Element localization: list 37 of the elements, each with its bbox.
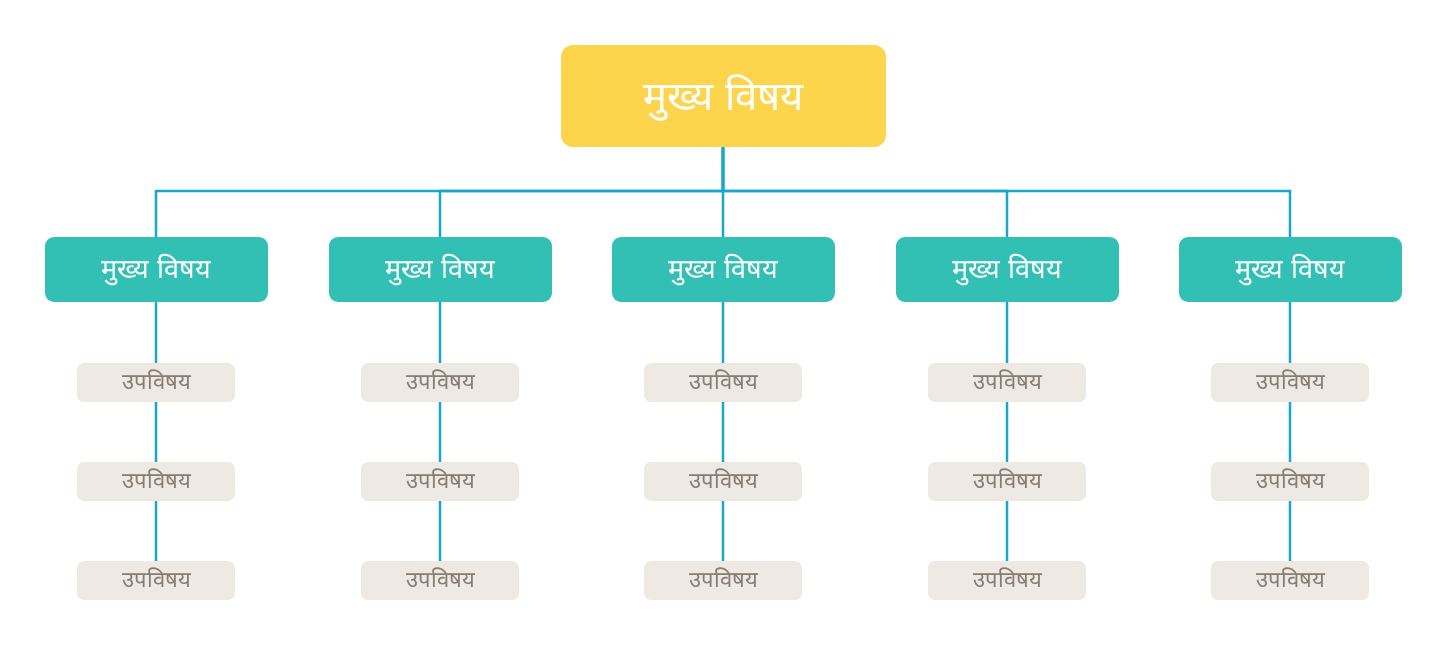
connector-line bbox=[1288, 402, 1292, 462]
topic-box: मुख्य विषय bbox=[895, 237, 1119, 302]
connector-line bbox=[721, 302, 725, 363]
connector-line bbox=[154, 302, 158, 363]
subtopic-box: उपविषय bbox=[928, 561, 1086, 600]
connector-line bbox=[721, 402, 725, 462]
subtopic-box: उपविषय bbox=[928, 363, 1086, 402]
subtopic-box: उपविषय bbox=[77, 561, 235, 600]
topic-box: मुख्य विषय bbox=[328, 237, 552, 302]
connector-line bbox=[1005, 501, 1009, 561]
connector-line bbox=[1288, 501, 1292, 561]
subtopic-box: उपविषय bbox=[77, 462, 235, 501]
connector-line bbox=[721, 501, 725, 561]
subtopic-box: उपविषय bbox=[1211, 561, 1369, 600]
subtopic-box: उपविषय bbox=[361, 462, 519, 501]
subtopic-box: उपविषय bbox=[644, 462, 802, 501]
connector-line bbox=[438, 302, 442, 363]
topic-box: मुख्य विषय bbox=[1178, 237, 1402, 302]
connector-line bbox=[154, 402, 158, 462]
subtopic-box: उपविषय bbox=[77, 363, 235, 402]
subtopic-box: उपविषय bbox=[361, 561, 519, 600]
topic-box: मुख्य विषय bbox=[611, 237, 835, 302]
connector-line bbox=[438, 402, 442, 462]
subtopic-box: उपविषय bbox=[644, 363, 802, 402]
subtopic-box: उपविषय bbox=[1211, 462, 1369, 501]
connector-line bbox=[1288, 302, 1292, 363]
connector-line bbox=[1005, 402, 1009, 462]
subtopic-box: उपविषय bbox=[361, 363, 519, 402]
topic-box: मुख्य विषय bbox=[44, 237, 268, 302]
connector-line bbox=[1005, 302, 1009, 363]
subtopic-box: उपविषय bbox=[644, 561, 802, 600]
subtopic-box: उपविषय bbox=[928, 462, 1086, 501]
connector-line bbox=[721, 147, 1292, 237]
connector-line bbox=[438, 501, 442, 561]
main-topic-box: मुख्य विषय bbox=[560, 45, 886, 147]
connector-line bbox=[154, 501, 158, 561]
subtopic-box: उपविषय bbox=[1211, 363, 1369, 402]
